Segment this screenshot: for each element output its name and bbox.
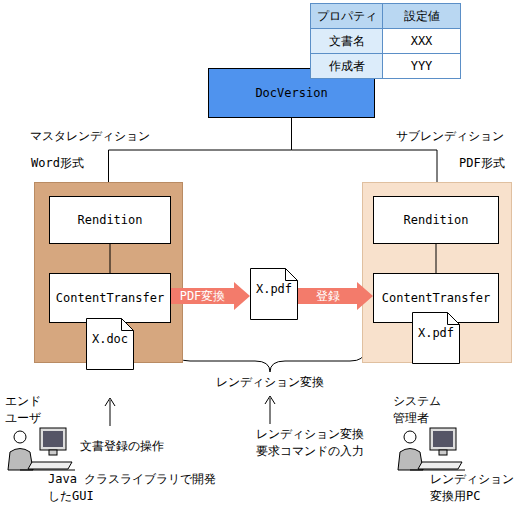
conversion-arrow [298,282,373,310]
brace [175,350,365,372]
cell-text: YYY [411,59,433,73]
cell-text: 文書名 [329,33,365,50]
connector-line [436,244,437,273]
cell-text: XXX [411,34,433,48]
group-heading: PDF形式 [459,156,505,170]
table-cell: 文書名 [311,29,383,54]
file-name: X.pdf [412,326,460,340]
user-pc-icon [8,428,75,470]
class-box: Rendition [49,196,171,244]
edge-label: PDF変換 [180,289,226,303]
connector-line [110,244,111,273]
edge-label: 登録 [316,289,340,303]
box-text: Rendition [77,213,142,227]
file-name: X.doc [86,332,134,346]
up-arrow [105,398,115,426]
table-cell: YYY [383,54,461,79]
class-box: ContentTransfer [49,273,171,323]
table-cell: プロパティ [311,4,383,29]
branch-label: マスタレンディション [30,128,150,145]
up-arrow [265,396,275,424]
file-name: X.pdf [250,282,298,296]
box-text: DocVersion [255,86,327,100]
box-text: ContentTransfer [56,291,164,305]
class-box: Rendition [373,196,499,244]
connector-line [109,118,292,182]
box-text: ContentTransfer [382,291,490,305]
operation-label: 文書登録の操作 [80,438,164,455]
table-cell: XXX [383,29,461,54]
table-cell: 作成者 [311,54,383,79]
actor-label: システム 管理者 [393,393,449,427]
cell-text: 設定値 [404,8,440,25]
cell-text: プロパティ [317,8,377,25]
document-icon: X.pdf [412,312,460,364]
property-table: プロパティ 設定値文書名 XXX 作成者 YYY [310,3,461,79]
branch-label: サブレンディション [396,128,504,145]
process-label: レンディション変換 [215,374,325,391]
group-heading: Word形式 [31,156,84,170]
admin-pc-icon [398,428,465,470]
cell-text: 作成者 [329,58,365,75]
table-cell: 設定値 [383,4,461,29]
conversion-arrow [171,282,250,310]
document-icon: X.pdf [250,268,298,320]
document-icon: X.doc [86,318,134,370]
box-text: Rendition [403,213,468,227]
note-label: Java クラスライブラリで開発 したGUI [48,471,218,505]
operation-label: レンディション変換 要求コマンドの入力 [256,426,372,460]
actor-label: エンド ユーザ [5,393,49,427]
connector-line [292,118,438,182]
note-label: レンディション 変換用PC [430,471,523,505]
